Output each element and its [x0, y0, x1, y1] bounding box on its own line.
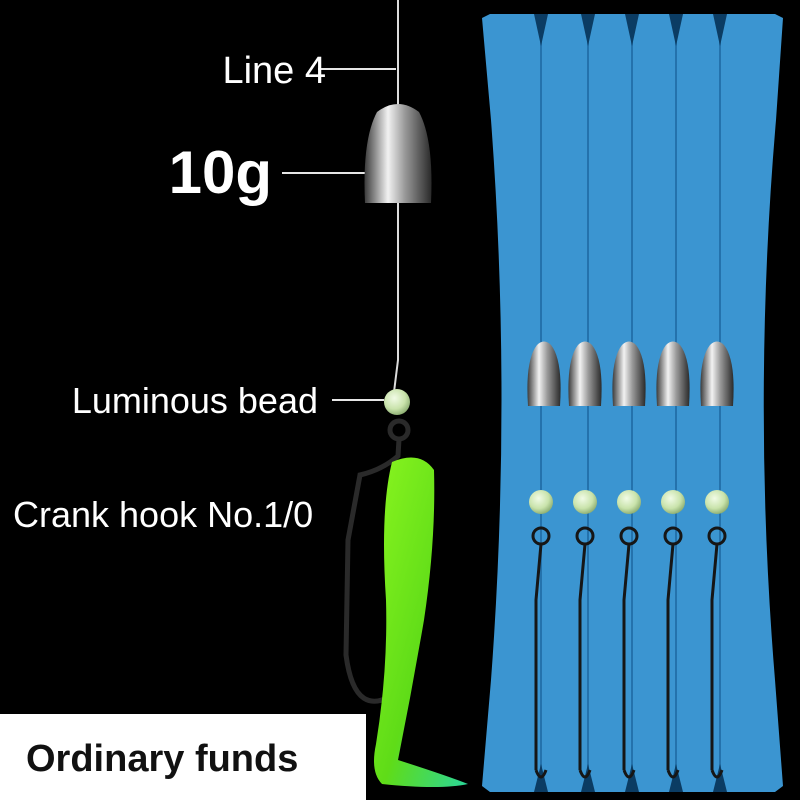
- crank-hook-icon: [343, 418, 411, 704]
- weight-label: 10g: [168, 139, 272, 206]
- crank-hook-icon: [531, 526, 551, 779]
- bullet-weight-icon: [700, 341, 734, 406]
- luminous-bead-icon: [573, 490, 597, 514]
- hook-label: Crank hook No.1/0: [13, 494, 314, 535]
- crank-hook-icon: [707, 526, 727, 779]
- bullet-weight-icon: [656, 341, 690, 406]
- luminous-bead-icon: [529, 490, 553, 514]
- bullet-weight-icon: [527, 341, 561, 406]
- luminous-bead-icon: [384, 389, 410, 415]
- packaged-hooks: [531, 526, 727, 779]
- line-label: Line 4: [222, 50, 326, 92]
- version-badge: Ordinary funds: [0, 714, 366, 800]
- packaged-weights: [527, 341, 734, 406]
- soft-lure-icon: [374, 457, 468, 787]
- packaged-beads: [529, 490, 729, 514]
- bead-label: Luminous bead: [71, 380, 318, 421]
- bullet-weight-icon: [568, 341, 602, 406]
- version-badge-label: Ordinary funds: [26, 738, 299, 780]
- luminous-bead-icon: [617, 490, 641, 514]
- luminous-bead-icon: [705, 490, 729, 514]
- bullet-weight-icon: [612, 341, 646, 406]
- pointer-lines: [282, 68, 396, 401]
- bullet-weight-icon: [364, 104, 432, 203]
- card-notches: [534, 14, 727, 792]
- luminous-bead-icon: [661, 490, 685, 514]
- crank-hook-icon: [663, 526, 683, 779]
- crank-hook-icon: [575, 526, 595, 779]
- crank-hook-icon: [619, 526, 639, 779]
